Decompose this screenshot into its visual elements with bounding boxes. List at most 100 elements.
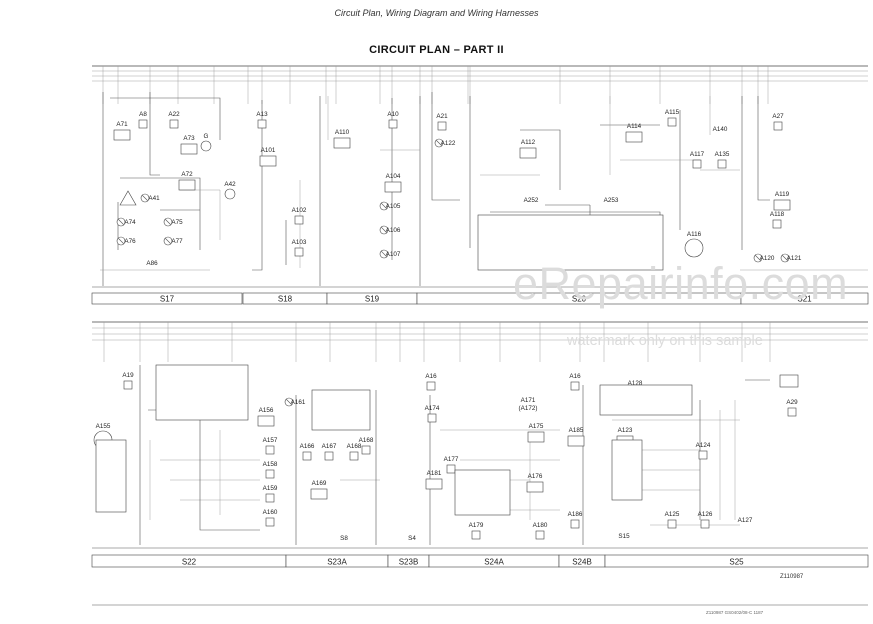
module-a123-box (611, 439, 643, 501)
component-g-symbol (200, 140, 212, 152)
component-a106-label: A106 (386, 227, 401, 234)
component-a126-label: A126 (698, 511, 713, 518)
component-a73-symbol (180, 143, 198, 155)
drawing-number: Z110987 (780, 574, 804, 580)
component-a172-label: (A172) (519, 405, 538, 412)
component-a118-symbol (772, 219, 782, 229)
component-a169-label: A169 (312, 480, 327, 487)
component-a179-symbol (471, 530, 481, 540)
component-a168a-symbol (349, 451, 359, 461)
section-s19-label: S19 (365, 295, 380, 304)
component-a10-label: A10 (387, 111, 399, 118)
component-a160-symbol (265, 517, 275, 527)
component-a135-label: A135 (715, 151, 730, 158)
component-a123-label: A123 (618, 427, 633, 434)
warning-lamp-cluster-box (311, 389, 371, 431)
component-a103-symbol (294, 247, 304, 257)
component-a27-label: A27 (772, 113, 784, 120)
component-a140-label: A140 (713, 126, 728, 133)
component-a19-label: A19 (122, 372, 134, 379)
section-s20-label: S20 (572, 295, 587, 304)
component-a158-symbol (265, 469, 275, 479)
component-a105-label: A105 (386, 203, 401, 210)
component-a41-label: A41 (148, 195, 160, 202)
component-a71-symbol (113, 129, 131, 141)
component-a117-label: A117 (690, 151, 705, 158)
section-s24a-label: S24A (484, 558, 504, 567)
component-a27-symbol (773, 121, 783, 131)
component-a125-label: A125 (665, 511, 680, 518)
component-a128-label: A128 (628, 380, 643, 387)
component-a104-label: A104 (386, 173, 401, 180)
component-a29-symbol (787, 407, 797, 417)
component-a252-label: A252 (524, 197, 539, 204)
component-a8-label: A8 (139, 111, 147, 118)
component-a174-label: A174 (425, 405, 440, 412)
component-a112-label: A112 (521, 139, 536, 146)
component-a181-symbol (425, 478, 443, 490)
section-s22-label: S22 (182, 558, 197, 567)
component-a104-symbol (384, 181, 402, 193)
component-a179-label: A179 (469, 522, 484, 529)
component-a77-label: A77 (171, 238, 183, 245)
component-a156-label: A156 (259, 407, 274, 414)
footer-code: Z110987 GS0402/08-C 1187 (706, 610, 764, 615)
component-a74-label: A74 (124, 219, 136, 226)
component-a101-label: A101 (261, 147, 276, 154)
component-a166-symbol (302, 451, 312, 461)
component-a159-label: A159 (263, 485, 278, 492)
component-a124-symbol (698, 450, 708, 460)
aux-label-s4: S4 (408, 535, 416, 542)
hazard-triangle-icon (119, 190, 137, 206)
component-a72-label: A72 (181, 171, 193, 178)
component-a76-label: A76 (124, 238, 136, 245)
component-a22-label: A22 (168, 111, 180, 118)
switch-a155-box (95, 439, 127, 513)
component-a185-label: A185 (569, 427, 584, 434)
section-s17-box (91, 292, 243, 305)
component-a157-symbol (265, 445, 275, 455)
component-a180-label: A180 (533, 522, 548, 529)
connector-a29-box (779, 374, 799, 388)
component-a103-label: A103 (292, 239, 307, 246)
component-a13-label: A13 (256, 111, 268, 118)
component-a120-label: A120 (760, 255, 775, 262)
component-a156-symbol (257, 415, 275, 427)
section-s25-label: S25 (729, 558, 744, 567)
component-a124-label: A124 (696, 442, 711, 449)
component-a115-symbol (667, 117, 677, 127)
component-a171-label: A171 (521, 397, 536, 404)
component-a167-label: A167 (322, 443, 337, 450)
component-a42-symbol (224, 188, 236, 200)
section-s18-label: S18 (278, 295, 293, 304)
component-a121-label: A121 (787, 255, 802, 262)
component-a135-symbol (717, 159, 727, 169)
section-s17-label: S17 (160, 295, 175, 304)
component-a19-symbol (123, 380, 133, 390)
component-a42-label: A42 (224, 181, 236, 188)
aux-label-s15: S15 (618, 533, 630, 540)
component-a16a-label: A16 (425, 373, 437, 380)
component-a16b-label: A16 (569, 373, 581, 380)
component-a114-label: A114 (627, 123, 642, 130)
component-a181-label: A181 (427, 470, 442, 477)
component-a176-symbol (526, 481, 544, 493)
component-a75-label: A75 (171, 219, 183, 226)
component-a16b-symbol (570, 381, 580, 391)
component-a177-label: A177 (444, 456, 459, 463)
component-a112-symbol (519, 147, 537, 159)
component-a72-symbol (178, 179, 196, 191)
component-a127-label: A127 (738, 517, 753, 524)
component-a186-symbol (570, 519, 580, 529)
component-a168a-label: A168 (347, 443, 362, 450)
component-a174-symbol (427, 413, 437, 423)
module-a156-box (155, 364, 249, 421)
component-a155-label: A155 (96, 423, 111, 430)
section-s21-label: S21 (797, 295, 812, 304)
component-a122-label: A122 (441, 140, 456, 147)
component-a110-label: A110 (335, 129, 350, 136)
component-a21-symbol (437, 121, 447, 131)
component-a21-label: A21 (436, 113, 448, 120)
component-a114-symbol (625, 131, 643, 143)
